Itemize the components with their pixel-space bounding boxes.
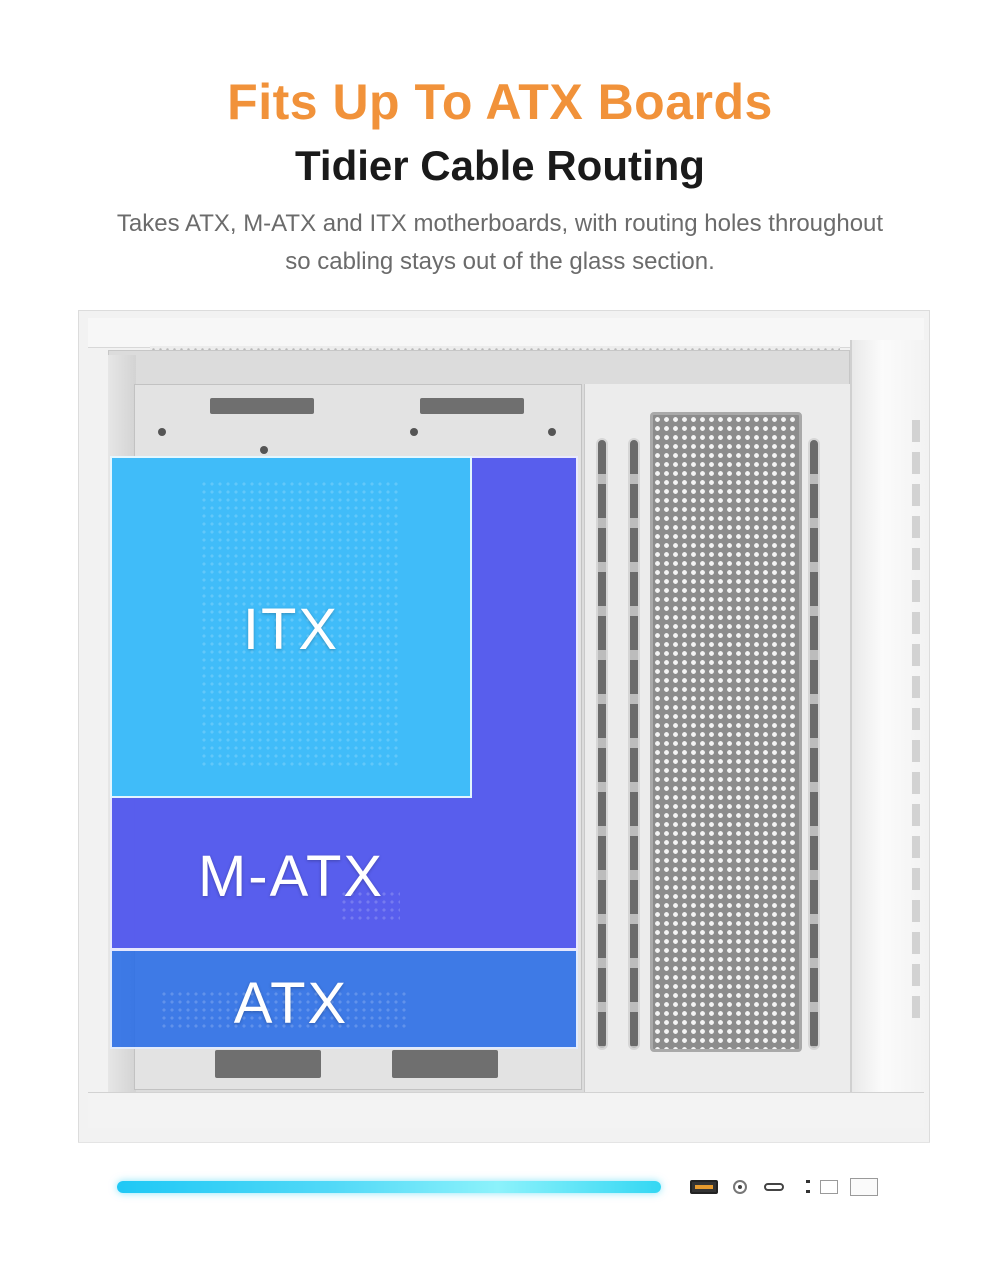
reset-button-icon bbox=[820, 1180, 838, 1194]
tray-cutout bbox=[215, 1050, 321, 1078]
tray-cutout bbox=[420, 398, 524, 414]
status-led-icon bbox=[806, 1180, 810, 1196]
description-line-2: so cabling stays out of the glass sectio… bbox=[285, 248, 715, 275]
headline: Fits Up To ATX Boards bbox=[227, 74, 773, 130]
matx-label: M-ATX bbox=[197, 844, 385, 909]
routing-hole bbox=[628, 438, 640, 1050]
rgb-light-strip bbox=[117, 1181, 661, 1193]
atx-label: ATX bbox=[233, 971, 349, 1036]
itx-board-texture bbox=[200, 480, 400, 770]
routing-hole bbox=[596, 438, 608, 1050]
audio-jack-icon bbox=[733, 1180, 747, 1194]
case-top-rail bbox=[88, 318, 924, 348]
screw-icon bbox=[548, 428, 556, 436]
tray-cutout bbox=[392, 1050, 498, 1078]
screw-icon bbox=[260, 446, 268, 454]
case-bottom-rail bbox=[88, 1092, 924, 1128]
screw-icon bbox=[158, 428, 166, 436]
pc-case-image: ITX M-ATX ATX bbox=[0, 300, 1000, 1240]
perforated-cable-cover bbox=[650, 412, 802, 1052]
usb-c-port-icon bbox=[764, 1183, 784, 1191]
matx-board-texture bbox=[340, 890, 400, 920]
tray-cutout bbox=[210, 398, 314, 414]
usb-a-port-icon bbox=[690, 1180, 718, 1194]
routing-hole bbox=[808, 438, 820, 1050]
description: Takes ATX, M-ATX and ITX motherboards, w… bbox=[0, 205, 1000, 281]
glass-panel-slots bbox=[912, 420, 920, 1020]
power-button-icon bbox=[850, 1178, 878, 1196]
itx-label: ITX bbox=[242, 597, 340, 662]
itx-board-outline bbox=[110, 456, 472, 798]
subheadline: Tidier Cable Routing bbox=[295, 142, 705, 189]
description-line-1: Takes ATX, M-ATX and ITX motherboards, w… bbox=[116, 210, 884, 237]
atx-board-texture bbox=[160, 990, 410, 1030]
screw-icon bbox=[410, 428, 418, 436]
